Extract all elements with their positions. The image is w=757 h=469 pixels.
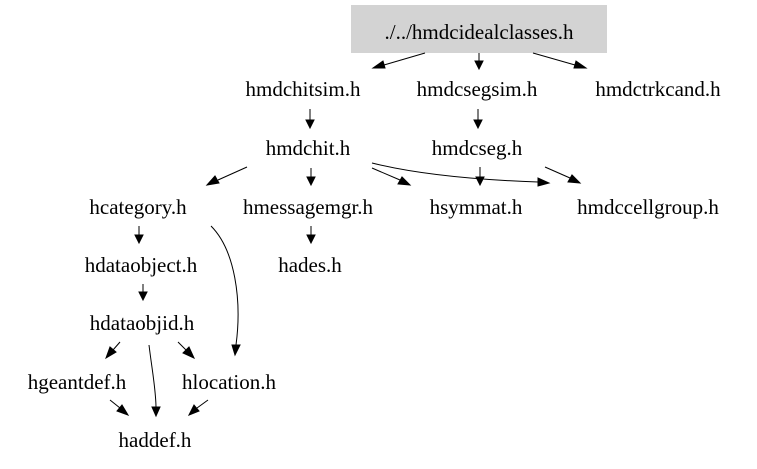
node-hgeantdef[interactable]: hgeantdef.h — [28, 370, 127, 394]
node-hmdcseg[interactable]: hmdcseg.h — [432, 136, 523, 160]
root-node-box — [351, 5, 607, 53]
edge-hmdcseg-hmdccellgroup — [544, 166, 571, 179]
arrowhead — [371, 60, 386, 69]
arrowhead — [105, 346, 117, 360]
node-hmessagemgr[interactable]: hmessagemgr.h — [243, 195, 374, 219]
edge-hgeantdef-haddef — [109, 399, 121, 409]
node-hmdchit[interactable]: hmdchit.h — [266, 136, 351, 160]
edge-hdataobjid-hgeantdef — [112, 341, 121, 351]
node-hmdccellgroup[interactable]: hmdccellgroup.h — [577, 195, 719, 219]
arrowhead — [573, 60, 588, 69]
edge-hmdchit-hmdccellgroup — [371, 162, 539, 183]
arrowhead — [182, 346, 196, 360]
edge-hdataobjid-hlocation — [177, 341, 187, 351]
arrowhead — [134, 234, 144, 245]
arrowhead — [116, 404, 130, 416]
node-hmdchitsim[interactable]: hmdchitsim.h — [246, 77, 361, 101]
arrowhead — [151, 406, 161, 418]
edges — [105, 52, 588, 418]
node-hmdcsegsim[interactable]: hmdcsegsim.h — [417, 77, 538, 101]
arrowhead — [397, 176, 412, 186]
arrowhead — [231, 344, 241, 357]
arrowhead — [306, 176, 316, 187]
arrowhead — [187, 404, 200, 416]
arrowhead — [205, 175, 220, 186]
edge-hcategory-hlocation — [210, 225, 239, 346]
node-hdataobjid[interactable]: hdataobjid.h — [90, 311, 195, 335]
node-hsymmat[interactable]: hsymmat.h — [430, 195, 523, 219]
arrowhead — [306, 234, 316, 245]
edge-hdataobjid-haddef — [148, 344, 157, 409]
node-root[interactable]: ./../hmdcidealclasses.h — [385, 20, 574, 44]
arrowhead — [305, 119, 315, 130]
arrowhead — [567, 174, 582, 184]
arrowhead — [138, 291, 148, 302]
arrowhead — [474, 60, 484, 71]
node-hdataobject[interactable]: hdataobject.h — [85, 253, 198, 277]
arrowhead — [475, 176, 485, 187]
edge-root-hmdchitsim — [383, 52, 426, 66]
edge-hlocation-haddef — [196, 399, 209, 409]
nodes: ./../hmdcidealclasses.h hmdchitsim.h hmd… — [28, 20, 721, 452]
node-haddef[interactable]: haddef.h — [119, 428, 192, 452]
edge-root-hmdctrkcand — [532, 52, 576, 66]
node-hcategory[interactable]: hcategory.h — [89, 195, 187, 219]
node-hlocation[interactable]: hlocation.h — [182, 370, 276, 394]
edge-hmdchit-hsymmat — [371, 167, 401, 181]
arrowhead — [537, 177, 551, 187]
edge-hmdchit-hcategory — [217, 166, 248, 181]
node-hades[interactable]: hades.h — [278, 253, 342, 277]
arrowhead — [473, 119, 483, 130]
node-hmdctrkcand[interactable]: hmdctrkcand.h — [595, 77, 721, 101]
